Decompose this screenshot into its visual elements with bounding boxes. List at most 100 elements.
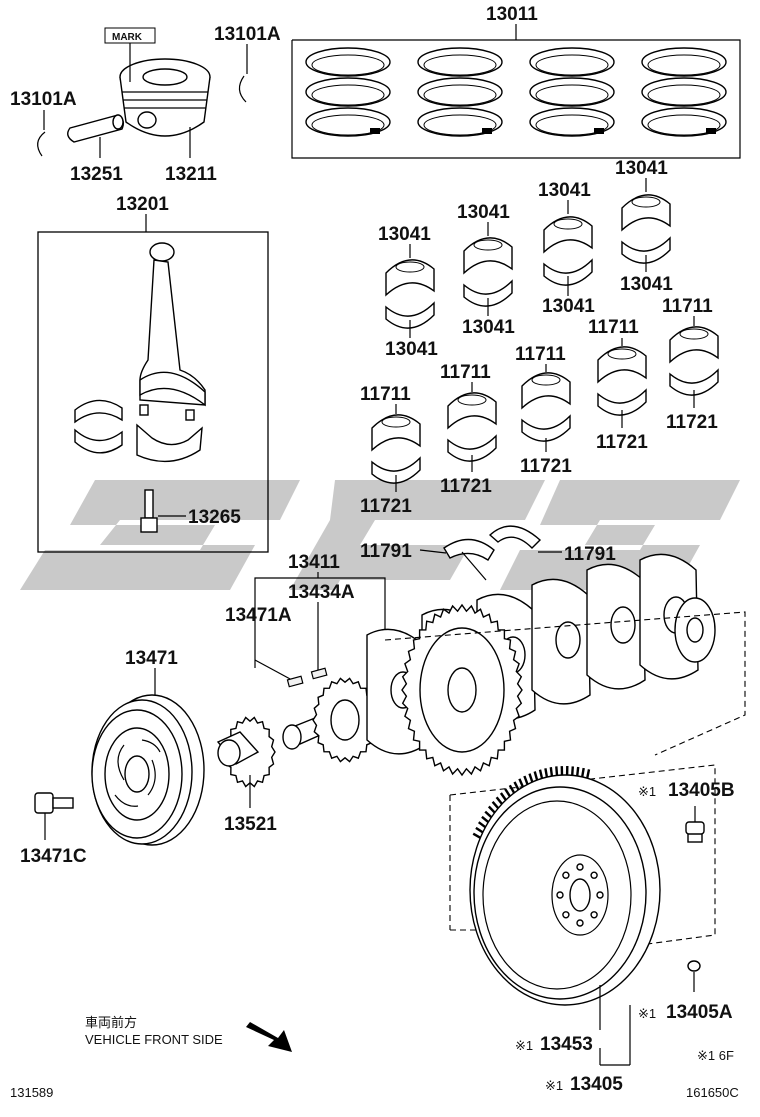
flywheel-bolt-hole: [597, 892, 603, 898]
rod-bearing-2: [464, 238, 512, 306]
flywheel-bolt-hole: [557, 892, 563, 898]
label-13405A: 13405A: [666, 1002, 733, 1023]
crank-pulley[interactable]: [92, 695, 204, 845]
label-11711-1: 11711: [360, 384, 411, 405]
piston[interactable]: [120, 59, 210, 136]
label-13041-3-bottom: 13041: [542, 296, 595, 317]
ring-gear-tooth: [505, 789, 510, 796]
rod-bearing-3: [544, 217, 592, 285]
ring-gear-tooth: [479, 822, 486, 827]
piston-ring: [418, 48, 502, 76]
label-13041-1-top: 13041: [378, 224, 431, 245]
footer-right-code: 161650C: [686, 1085, 739, 1100]
label-13405: 13405: [570, 1074, 623, 1095]
rod-bearing-4: [622, 195, 670, 263]
bearing-upper: [372, 415, 420, 450]
label-13471A: 13471A: [225, 605, 292, 626]
crank-gear-bore: [448, 668, 476, 712]
label-11721-1: 11721: [360, 496, 412, 517]
piston-pin[interactable]: [68, 115, 124, 142]
bearing-upper: [464, 238, 512, 273]
flywheel-bolt-hole: [577, 920, 583, 926]
flywheel-bolt-hole: [563, 872, 569, 878]
piston-ring: [306, 48, 390, 76]
ring-gear-tooth: [556, 766, 557, 775]
ring-gap: [370, 128, 380, 134]
main-bearing-5: [670, 327, 718, 395]
ring-gear-tooth: [587, 769, 589, 778]
flywheel-bolt-hole: [563, 912, 569, 918]
label-11711-3: 11711: [515, 344, 566, 365]
footer-note: ※1 6F: [697, 1048, 734, 1063]
ring-stack-1: [306, 48, 390, 136]
label-11711-4: 11711: [588, 317, 639, 338]
ring-gap: [482, 128, 492, 134]
ring-gear-tooth: [493, 802, 499, 808]
ring-gear-tooth: [489, 807, 495, 813]
bearing-upper: [386, 260, 434, 295]
ring-gear-tooth: [577, 767, 578, 776]
thrust-washer-left[interactable]: [444, 539, 494, 560]
keys[interactable]: [287, 668, 326, 686]
label-13011: 13011: [486, 4, 538, 25]
label-13411: 13411: [288, 552, 340, 573]
flywheel[interactable]: [470, 766, 660, 1005]
label-11711-2: 11711: [440, 362, 491, 383]
label-13041-1-bottom: 13041: [385, 339, 438, 360]
label-13101A-left: 13101A: [10, 89, 77, 110]
direction-english: VEHICLE FRONT SIDE: [85, 1032, 223, 1047]
ring-stack-4: [642, 48, 726, 136]
ring-gear-tooth: [545, 768, 547, 777]
mark-13405B: ※1: [638, 784, 656, 799]
bearing-upper: [670, 327, 718, 362]
flywheel-bolt[interactable]: [686, 822, 704, 842]
bearing-upper: [544, 217, 592, 252]
crank-journal: [611, 607, 635, 643]
label-11721-4: 11721: [596, 432, 648, 453]
crank-flange-hole: [687, 618, 703, 642]
bearing-lower: [522, 416, 570, 441]
piston-ring-set[interactable]: [292, 24, 740, 158]
ring-gear-tooth: [530, 774, 533, 782]
label-13201: 13201: [116, 194, 169, 215]
bearing-upper: [448, 393, 496, 428]
main-bearing-2: [448, 393, 496, 461]
ring-gear-tooth: [572, 766, 573, 775]
mark-label: MARK: [112, 32, 143, 43]
thrust-washer-right[interactable]: [490, 526, 540, 548]
piston-ring: [642, 78, 726, 106]
label-11791-left: 11791: [360, 541, 412, 562]
ring-gear-tooth: [473, 834, 480, 838]
rod-bearing-shell[interactable]: [75, 400, 122, 452]
label-13434A: 13434A: [288, 582, 355, 603]
ring-gear-tooth: [501, 793, 506, 800]
ring-gear-tooth: [510, 785, 514, 793]
ring-gear-tooth: [524, 776, 527, 784]
bearing-upper: [522, 373, 570, 408]
flywheel-bolt-hole: [591, 912, 597, 918]
piston-ring: [418, 78, 502, 106]
label-11721-3: 11721: [520, 456, 572, 477]
bearing-upper: [598, 347, 646, 382]
ring-stack-2: [418, 48, 502, 136]
label-13471: 13471: [125, 648, 178, 669]
pulley-bolt[interactable]: [35, 793, 73, 813]
label-13041-2-bottom: 13041: [462, 317, 515, 338]
ring-gear-tooth: [540, 770, 542, 779]
label-13041-3-top: 13041: [538, 180, 591, 201]
rod-bearing-1: [386, 260, 434, 328]
mark-13405: ※1: [545, 1078, 563, 1093]
front-arrow-icon: [246, 1022, 292, 1052]
crank-sprocket[interactable]: [218, 718, 275, 787]
piston-ring: [530, 48, 614, 76]
label-13211: 13211: [165, 164, 217, 185]
connecting-rod[interactable]: [137, 243, 205, 461]
snap-ring-left[interactable]: [38, 132, 45, 156]
snap-ring-right[interactable]: [239, 76, 246, 102]
label-11721-2: 11721: [440, 476, 492, 497]
flywheel-pin[interactable]: [688, 961, 700, 971]
mark-13453: ※1: [515, 1038, 533, 1053]
crank-gear-hub: [331, 700, 359, 740]
bearing-upper: [622, 195, 670, 230]
